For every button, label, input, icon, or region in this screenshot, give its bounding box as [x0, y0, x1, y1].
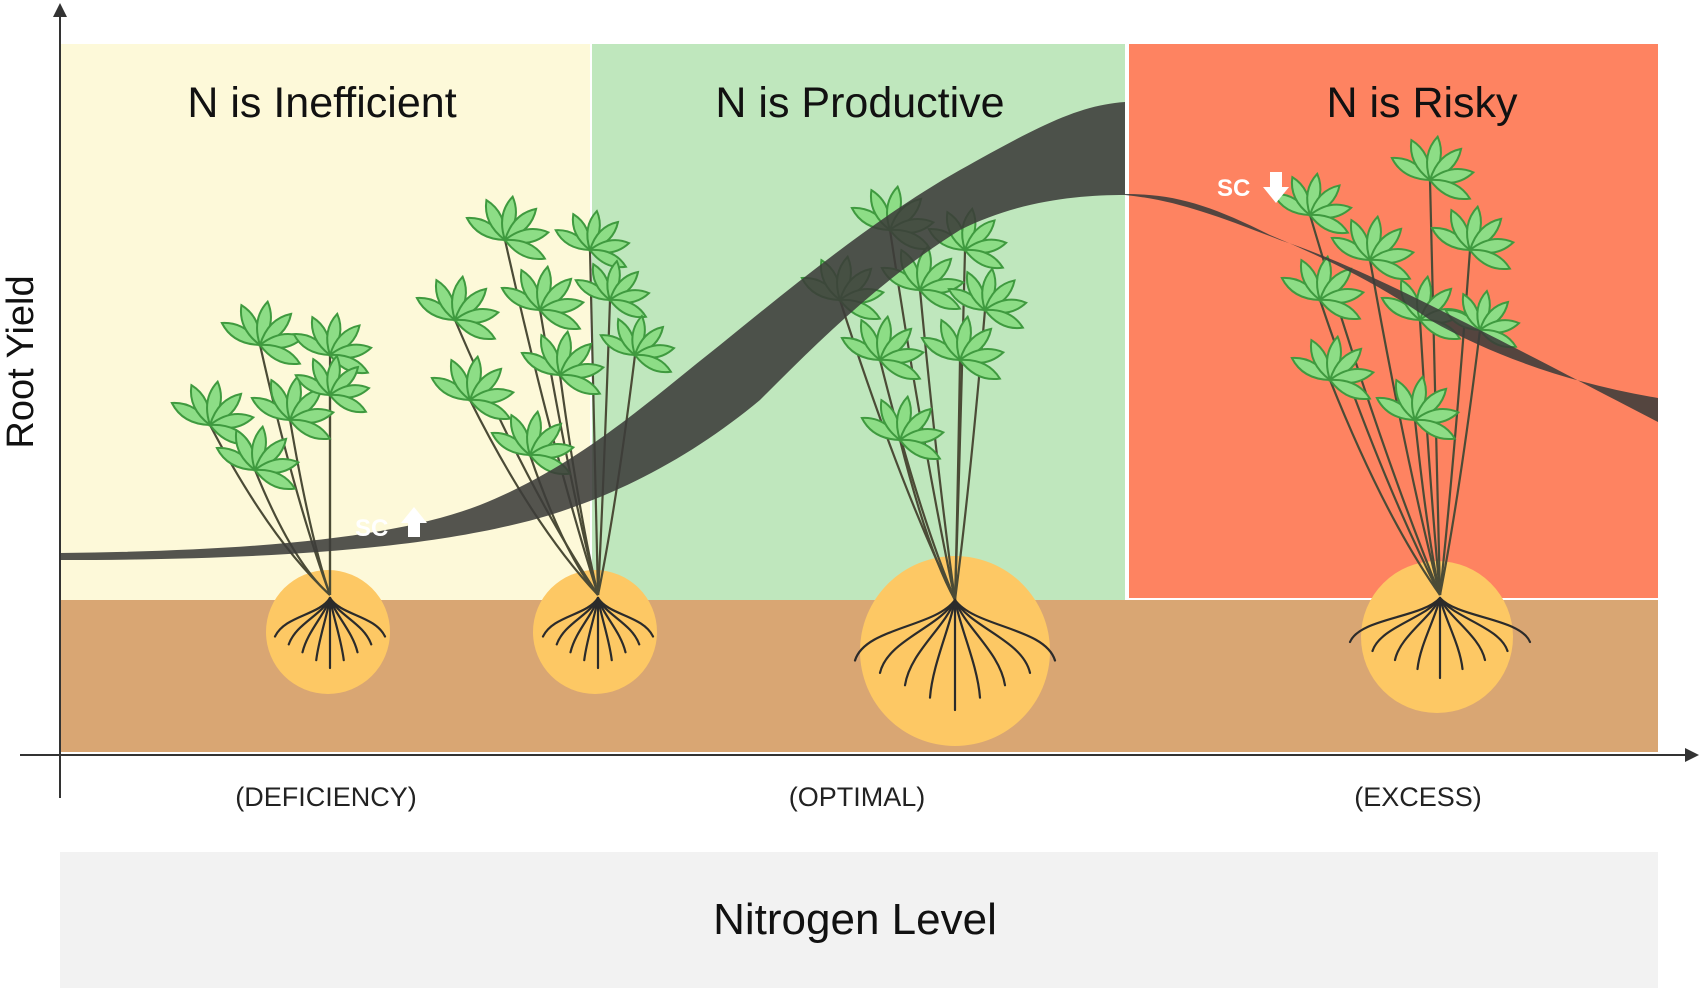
- plant-2-leaf-cluster-8: [490, 409, 576, 476]
- cassava-roots: [273, 596, 1532, 712]
- plant-4-leaf-cluster-8: [1375, 374, 1461, 441]
- sc-up-marker: SC: [355, 507, 427, 542]
- plant-4-roots: [1348, 596, 1532, 680]
- zone-title-risky: N is Risky: [1326, 79, 1518, 127]
- level-optimal: (OPTIMAL): [789, 782, 926, 812]
- x-axis-label: Nitrogen Level: [713, 895, 997, 944]
- plant-2-leaf-cluster-4: [574, 259, 651, 319]
- plant-1-leaf-cluster-3: [250, 374, 336, 441]
- plant-3-leaf-cluster-7: [860, 394, 946, 461]
- zone-title-productive: N is Productive: [715, 79, 1004, 127]
- down-arrow-icon: [1263, 172, 1289, 203]
- plant-3-roots: [853, 598, 1057, 712]
- plant-3-leaf-cluster-5: [840, 314, 926, 381]
- zone-risky-background: [1129, 44, 1658, 598]
- cassava-plants: [170, 134, 1521, 601]
- level-excess: (EXCESS): [1354, 782, 1482, 812]
- plant-1-roots: [273, 596, 387, 670]
- plant-4-leaf-cluster-7: [1290, 334, 1376, 401]
- plant-4-leaf-cluster-2: [1330, 214, 1416, 281]
- sc-up-label: SC: [355, 515, 388, 542]
- root-glow-1: [266, 570, 390, 694]
- sc-down-label: SC: [1217, 175, 1250, 202]
- x-axis-label-panel: [60, 852, 1658, 988]
- plant-4-leaf-cluster-1: [1272, 172, 1353, 235]
- plant-4-leaf-cluster-4: [1280, 254, 1366, 321]
- plant-1-leaf-cluster-4: [215, 424, 301, 491]
- root-glow-4: [1361, 561, 1513, 713]
- plant-1-leaf-cluster-5: [294, 354, 371, 414]
- plant-2-leaf-cluster-3: [500, 264, 586, 331]
- plant-2-leaf-cluster-2: [415, 274, 501, 341]
- plant-4-leaf-cluster-3: [1430, 204, 1516, 271]
- y-axis-label: Root Yield: [0, 275, 42, 448]
- plant-2-leaf-cluster-6: [520, 329, 606, 396]
- sc-down-marker: SC: [1217, 172, 1289, 203]
- plant-2-leaf-cluster-0: [465, 194, 551, 261]
- plant-4-leaf-cluster-0: [1390, 134, 1476, 201]
- up-arrow-icon: [401, 507, 427, 537]
- root-glow-2: [533, 570, 657, 694]
- plant-2-leaf-cluster-5: [430, 354, 516, 421]
- plant-3-leaf-cluster-4: [947, 267, 1028, 330]
- level-deficiency: (DEFICIENCY): [235, 782, 417, 812]
- plant-2-roots: [541, 596, 655, 670]
- plant-2-leaf-cluster-7: [599, 314, 676, 374]
- plant-1-leaf-cluster-0: [220, 299, 306, 366]
- zone-title-inefficient: N is Inefficient: [187, 79, 456, 127]
- plant-2-leaf-cluster-1: [554, 209, 631, 269]
- plant-1-leaf-cluster-2: [170, 379, 256, 446]
- plant-3-leaf-cluster-6: [920, 314, 1006, 381]
